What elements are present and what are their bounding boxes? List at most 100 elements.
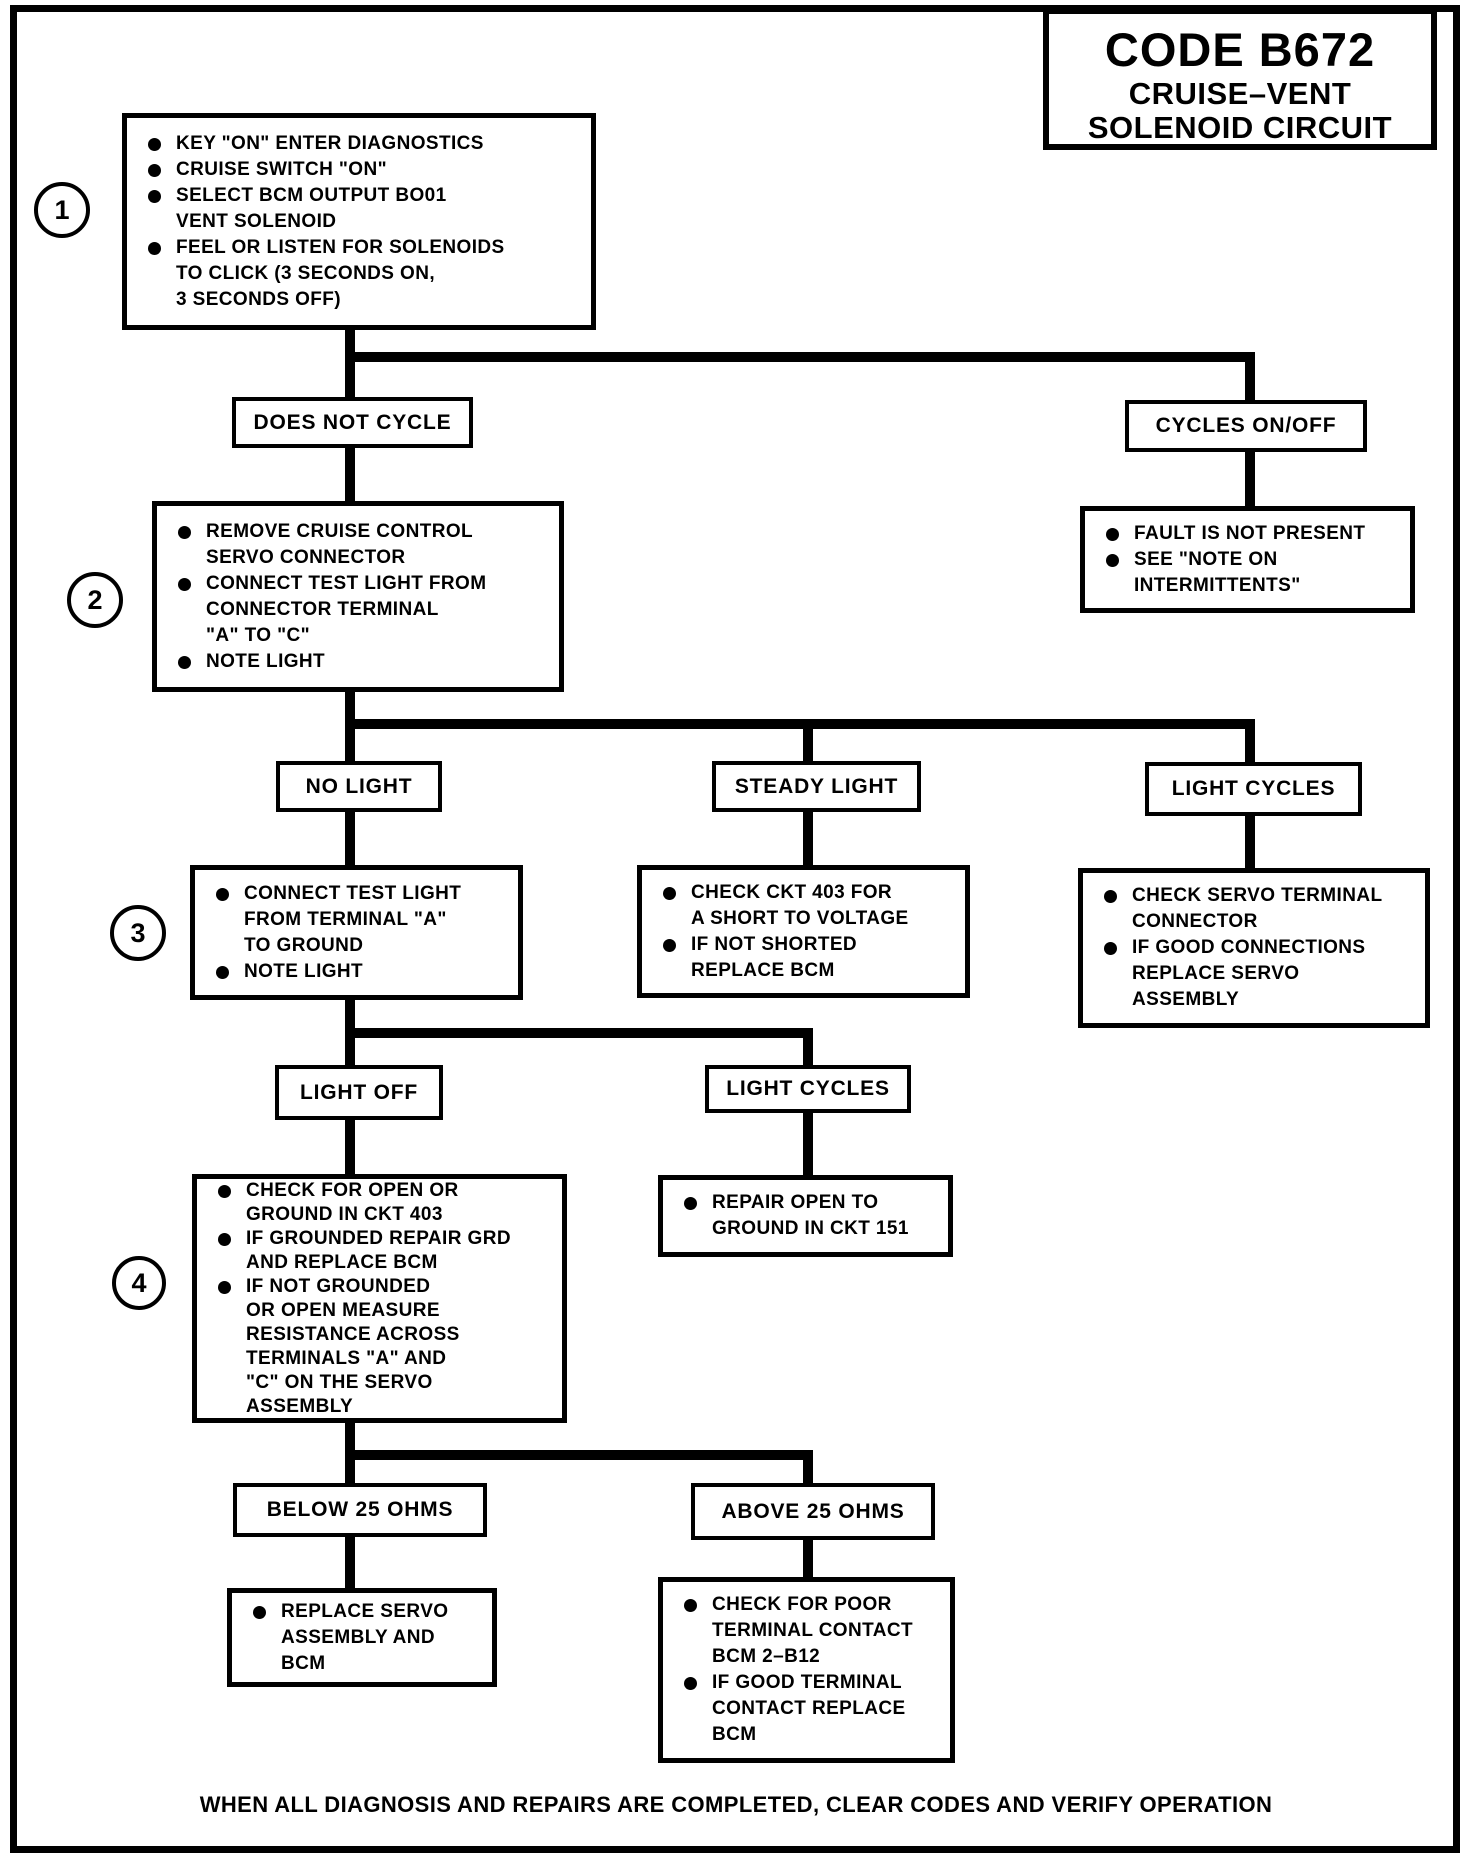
list-item: IF GOOD TERMINAL CONTACT REPLACE BCM xyxy=(667,1670,946,1748)
list-item: CHECK FOR OPEN OR GROUND IN CKT 403 xyxy=(201,1179,558,1227)
footer-note: WHEN ALL DIAGNOSIS AND REPAIRS ARE COMPL… xyxy=(199,1792,1273,1817)
decision-cycles-on-off: CYCLES ON/OFF xyxy=(1125,400,1367,452)
instruction-text: SEE "NOTE ON INTERMITTENTS" xyxy=(1134,548,1301,596)
instruction-text: CHECK FOR POOR TERMINAL CONTACT BCM 2–B1… xyxy=(712,1594,913,1667)
instruction-text: FEEL OR LISTEN FOR SOLENOIDS TO CLICK (3… xyxy=(176,236,505,310)
action-box-step3: CONNECT TEST LIGHT FROM TERMINAL "A" TO … xyxy=(190,865,523,1000)
list-item: NOTE LIGHT xyxy=(199,959,514,985)
list-item: CONNECT TEST LIGHT FROM CONNECTOR TERMIN… xyxy=(161,571,555,649)
decision-steady-light: STEADY LIGHT xyxy=(712,761,921,812)
bullet-icon xyxy=(1106,553,1119,567)
page-border xyxy=(10,5,1460,1853)
connector-above25-down xyxy=(803,1450,813,1483)
list-item: CHECK CKT 403 FOR A SHORT TO VOLTAGE xyxy=(646,880,961,932)
list-item: SELECT BCM OUTPUT BO01 VENT SOLENOID xyxy=(131,183,587,235)
connector-cycles-to-fault xyxy=(1245,452,1255,506)
list-item: CHECK FOR POOR TERMINAL CONTACT BCM 2–B1… xyxy=(667,1592,946,1670)
bullet-icon xyxy=(178,577,191,591)
list-item: FEEL OR LISTEN FOR SOLENOIDS TO CLICK (3… xyxy=(131,235,587,313)
connector-lightcycles-to-servo xyxy=(1245,816,1255,868)
decision-light-off: LIGHT OFF xyxy=(275,1065,443,1120)
instruction-text: IF GOOD CONNECTIONS REPLACE SERVO ASSEMB… xyxy=(1132,937,1366,1010)
step-1-marker: 1 xyxy=(34,182,90,238)
step-2-marker: 2 xyxy=(67,572,123,628)
bullet-icon xyxy=(148,241,161,255)
connector-dnc-to-step2 xyxy=(345,448,355,501)
bullet-icon xyxy=(218,1280,231,1294)
bullet-icon xyxy=(218,1232,231,1246)
connector-step1-down xyxy=(345,328,355,397)
bullet-icon xyxy=(253,1605,266,1619)
bullet-icon xyxy=(178,655,191,669)
title-subtitle-line1: CRUISE–VENT xyxy=(1128,75,1352,111)
decision-above-25-ohms: ABOVE 25 OHMS xyxy=(691,1483,935,1540)
bullet-icon xyxy=(684,1599,697,1612)
step-4-marker: 4 xyxy=(112,1256,166,1310)
instruction-text: IF NOT GROUNDED OR OPEN MEASURE RESISTAN… xyxy=(246,1275,460,1417)
bullet-icon xyxy=(684,1677,697,1690)
list-item: SEE "NOTE ON INTERMITTENTS" xyxy=(1089,547,1406,599)
list-item: IF GROUNDED REPAIR GRD AND REPLACE BCM xyxy=(201,1227,558,1275)
bullet-icon xyxy=(1104,890,1117,903)
bullet-icon xyxy=(148,189,161,203)
list-item: FAULT IS NOT PRESENT xyxy=(1089,521,1406,547)
bullet-icon xyxy=(216,965,229,979)
list-item: CRUISE SWITCH "ON" xyxy=(131,157,587,183)
list-item: CONNECT TEST LIGHT FROM TERMINAL "A" TO … xyxy=(199,881,514,959)
instruction-text: CONNECT TEST LIGHT FROM TERMINAL "A" TO … xyxy=(244,882,462,956)
action-box-replace-servo: REPLACE SERVO ASSEMBLY AND BCM xyxy=(227,1588,497,1687)
instruction-text: CHECK FOR OPEN OR GROUND IN CKT 403 xyxy=(246,1179,459,1225)
bullet-icon xyxy=(148,163,161,177)
action-box-step4: CHECK FOR OPEN OR GROUND IN CKT 403 IF G… xyxy=(192,1174,567,1423)
bullet-icon xyxy=(178,525,191,539)
list-item: IF NOT GROUNDED OR OPEN MEASURE RESISTAN… xyxy=(201,1275,558,1419)
bullet-icon xyxy=(684,1197,697,1210)
instruction-text: REMOVE CRUISE CONTROL SERVO CONNECTOR xyxy=(206,520,474,568)
instruction-text: CHECK SERVO TERMINAL CONNECTOR xyxy=(1132,885,1383,932)
instruction-text: REPAIR OPEN TO GROUND IN CKT 151 xyxy=(712,1192,909,1239)
bullet-icon xyxy=(1104,942,1117,955)
bullet-icon xyxy=(663,886,676,900)
instruction-text: IF GROUNDED REPAIR GRD AND REPLACE BCM xyxy=(246,1227,511,1273)
connector-below25-to-replace xyxy=(345,1537,355,1588)
list-item: IF NOT SHORTED REPLACE BCM xyxy=(646,932,961,984)
title-code: CODE B672 xyxy=(1104,23,1376,76)
decision-does-not-cycle: DOES NOT CYCLE xyxy=(232,397,473,448)
instruction-text: FAULT IS NOT PRESENT xyxy=(1134,522,1366,544)
instruction-text: CHECK CKT 403 FOR A SHORT TO VOLTAGE xyxy=(691,881,909,929)
instruction-text: CRUISE SWITCH "ON" xyxy=(176,158,387,180)
decision-below-25-ohms: BELOW 25 OHMS xyxy=(233,1483,487,1537)
action-box-fault-not-present: FAULT IS NOT PRESENT SEE "NOTE ON INTERM… xyxy=(1080,506,1415,613)
connector-nolight-to-step3 xyxy=(345,812,355,865)
instruction-text: CONNECT TEST LIGHT FROM CONNECTOR TERMIN… xyxy=(206,572,487,646)
instruction-text: IF GOOD TERMINAL CONTACT REPLACE BCM xyxy=(712,1672,906,1745)
bullet-icon xyxy=(663,938,676,952)
action-box-check-ckt403: CHECK CKT 403 FOR A SHORT TO VOLTAGE IF … xyxy=(637,865,970,998)
connector-lightoff-to-step4 xyxy=(345,1120,355,1174)
instruction-text: IF NOT SHORTED REPLACE BCM xyxy=(691,933,858,981)
step-3-marker: 3 xyxy=(110,905,166,961)
decision-light-cycles-mid: LIGHT CYCLES xyxy=(705,1065,911,1113)
bullet-icon xyxy=(1106,527,1119,541)
bullet-icon xyxy=(216,887,229,901)
action-box-step1: KEY "ON" ENTER DIAGNOSTICS CRUISE SWITCH… xyxy=(122,113,596,330)
title-subtitle-line2: SOLENOID CIRCUIT xyxy=(1087,109,1393,145)
instruction-text: NOTE LIGHT xyxy=(206,650,326,672)
list-item: KEY "ON" ENTER DIAGNOSTICS xyxy=(131,131,587,157)
action-box-check-poor-contact: CHECK FOR POOR TERMINAL CONTACT BCM 2–B1… xyxy=(658,1577,955,1763)
action-box-check-servo: CHECK SERVO TERMINAL CONNECTOR IF GOOD C… xyxy=(1078,868,1430,1028)
title-box: CODE B672 CRUISE–VENT SOLENOID CIRCUIT xyxy=(1043,8,1437,150)
list-item: REPLACE SERVO ASSEMBLY AND BCM xyxy=(236,1599,488,1677)
list-item: REPAIR OPEN TO GROUND IN CKT 151 xyxy=(667,1190,944,1242)
connector-above25-to-checkpoor xyxy=(803,1540,813,1577)
instruction-text: REPLACE SERVO ASSEMBLY AND BCM xyxy=(281,1600,449,1674)
connector-lightcycles2-to-repair xyxy=(803,1113,813,1175)
action-box-step2: REMOVE CRUISE CONTROL SERVO CONNECTOR CO… xyxy=(152,501,564,692)
connector-steadylight-to-check xyxy=(803,812,813,865)
connector-branch4-horizontal xyxy=(345,1450,813,1460)
connector-steadylight-down xyxy=(803,719,813,761)
connector-branch2-horizontal xyxy=(345,719,1255,729)
list-item: REMOVE CRUISE CONTROL SERVO CONNECTOR xyxy=(161,519,555,571)
connector-lightcycles2-down xyxy=(803,1028,813,1065)
